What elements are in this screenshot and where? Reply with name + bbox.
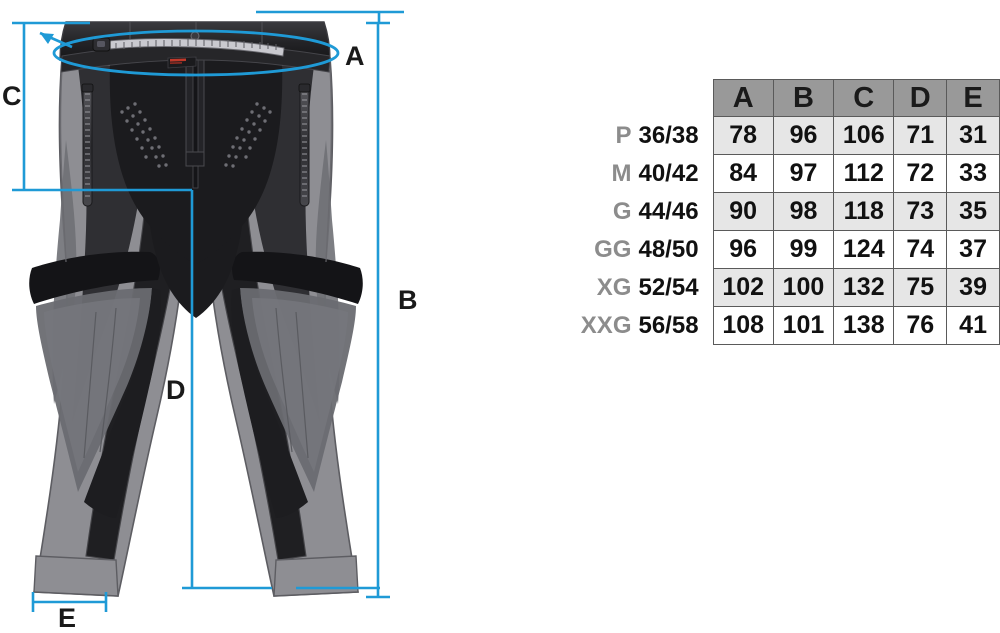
cell-XXG-C: 138 xyxy=(833,306,895,345)
cell-G-D: 73 xyxy=(893,192,948,231)
column-header-C: C xyxy=(833,79,895,117)
arrowhead-A xyxy=(40,33,54,44)
cell-XXG-A: 108 xyxy=(712,306,774,345)
dimension-label-B: B xyxy=(398,285,418,315)
cell-P-C: 106 xyxy=(833,116,895,155)
size-range: 48/50 xyxy=(638,235,699,263)
cell-M-C: 112 xyxy=(833,154,895,193)
right-knee-band xyxy=(232,251,363,304)
cell-P-B: 96 xyxy=(772,116,835,155)
cell-GG-E: 37 xyxy=(946,230,1000,269)
dimension-label-E: E xyxy=(58,603,77,633)
perforation-dots-left xyxy=(120,102,168,168)
right-cuff xyxy=(273,555,359,597)
size-code: M xyxy=(611,159,632,187)
row-label-header xyxy=(566,80,713,117)
dimension-label-C: C xyxy=(2,81,22,111)
cell-G-B: 98 xyxy=(772,192,835,231)
size-code: G xyxy=(612,197,632,225)
size-code: XG xyxy=(596,273,632,301)
cell-XG-D: 75 xyxy=(893,268,948,307)
cell-M-E: 33 xyxy=(946,154,1000,193)
dimension-lines xyxy=(12,10,404,612)
size-range: 40/42 xyxy=(638,159,699,187)
column-header-D: D xyxy=(893,79,948,117)
cell-XG-C: 132 xyxy=(833,268,895,307)
size-range: 56/58 xyxy=(638,311,699,339)
cell-XG-B: 100 xyxy=(772,268,835,307)
size-code: XXG xyxy=(580,311,632,339)
left-thigh-zipper xyxy=(81,83,94,207)
left-knee-band xyxy=(29,251,160,304)
cell-XXG-B: 101 xyxy=(772,306,835,345)
dimension-A-ellipse xyxy=(52,29,340,77)
crotch-gusset xyxy=(150,226,242,318)
cell-P-A: 78 xyxy=(712,116,774,155)
table-header-row: A B C D E xyxy=(566,79,1000,117)
dimension-A-top-guide xyxy=(256,10,404,24)
cell-GG-C: 124 xyxy=(833,230,895,269)
cell-M-D: 72 xyxy=(893,154,948,193)
cell-G-C: 118 xyxy=(833,192,895,231)
cell-P-D: 71 xyxy=(893,116,948,155)
size-code: P xyxy=(615,121,632,149)
cell-M-B: 97 xyxy=(772,154,835,193)
cell-GG-A: 96 xyxy=(712,230,774,269)
dimension-D xyxy=(182,190,380,590)
column-header-A: A xyxy=(712,79,774,117)
right-thigh-zipper xyxy=(298,83,311,207)
size-range: 52/54 xyxy=(638,273,699,301)
dimension-label-A: A xyxy=(345,41,365,71)
cell-P-E: 31 xyxy=(946,116,1000,155)
left-knee-armour-inner xyxy=(44,298,140,472)
cell-G-E: 35 xyxy=(946,192,1000,231)
main-zipper xyxy=(92,37,285,57)
size-table-head: A B C D E xyxy=(566,79,1000,117)
dimension-C xyxy=(12,21,192,192)
cell-GG-D: 74 xyxy=(893,230,948,269)
cell-XG-A: 102 xyxy=(712,268,774,307)
right-shin-dark xyxy=(231,288,308,518)
size-range: 44/46 xyxy=(638,197,699,225)
perforation-dots-right xyxy=(224,102,272,168)
dimension-E xyxy=(31,592,108,612)
size-code: GG xyxy=(594,235,632,263)
cell-M-A: 84 xyxy=(712,154,774,193)
cell-GG-B: 99 xyxy=(772,230,835,269)
dimension-B xyxy=(366,21,390,599)
left-cuff xyxy=(33,555,119,597)
brand-tab xyxy=(167,56,197,69)
size-range: 36/38 xyxy=(638,121,699,149)
cell-XG-E: 39 xyxy=(946,268,1000,307)
right-knee-armour-inner xyxy=(252,298,348,472)
cell-XXG-D: 76 xyxy=(893,306,948,345)
left-shin-dark xyxy=(84,288,161,518)
cell-XXG-E: 41 xyxy=(946,306,1000,345)
column-header-E: E xyxy=(946,79,1000,117)
dimension-label-D: D xyxy=(166,375,186,405)
cell-G-A: 90 xyxy=(712,192,774,231)
column-header-B: B xyxy=(772,79,835,117)
